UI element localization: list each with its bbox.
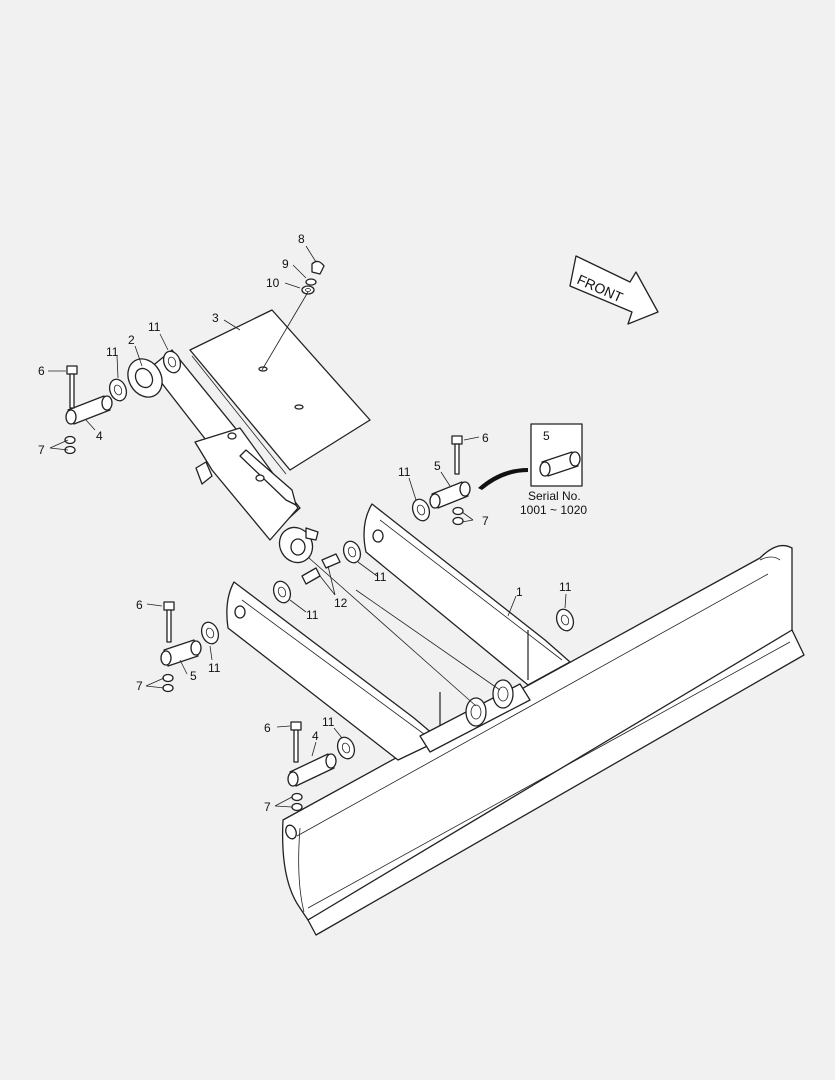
pin-5-left xyxy=(160,639,202,667)
push-frame-right-arm xyxy=(363,503,571,686)
pin-4-lower xyxy=(287,753,337,787)
callout-11-lower: 11 xyxy=(322,715,335,729)
callout-6-right: 6 xyxy=(482,431,489,445)
pin-4-upper xyxy=(65,395,113,425)
callout-7-upper: 7 xyxy=(38,443,45,457)
frame-cross-tube xyxy=(419,679,531,753)
callout-11-left: 11 xyxy=(208,661,221,675)
callout-2: 2 xyxy=(128,333,135,347)
bolt-6-upper xyxy=(66,365,78,409)
callout-9: 9 xyxy=(282,257,289,271)
callout-11-cyl: 11 xyxy=(148,320,161,334)
front-arrow: FRONT xyxy=(569,255,659,325)
callout-11-right: 11 xyxy=(398,465,411,479)
callout-8: 8 xyxy=(298,232,305,246)
dozer-blade xyxy=(281,544,805,936)
callout-1: 1 xyxy=(516,585,523,599)
serial-label: Serial No. xyxy=(528,489,581,503)
callout-11-upper: 11 xyxy=(106,345,119,359)
serial-inset: 5 Serial No. 1001 ~ 1020 xyxy=(478,423,587,517)
bolt-6-right xyxy=(451,435,463,475)
nuts-7 xyxy=(64,435,464,812)
callout-7-lower: 7 xyxy=(264,800,271,814)
callout-12: 12 xyxy=(334,596,348,610)
bolt-6-left xyxy=(163,601,175,643)
callout-6-upper: 6 xyxy=(38,364,45,378)
washers-11 xyxy=(108,350,575,760)
callout-5-right: 5 xyxy=(434,459,441,473)
callout-6-left: 6 xyxy=(136,598,143,612)
callout-7-left: 7 xyxy=(136,679,143,693)
callout-10: 10 xyxy=(266,276,280,290)
callout-4-upper: 4 xyxy=(96,429,103,443)
pin-5-right xyxy=(429,481,471,509)
callout-11-mid-left: 11 xyxy=(306,608,319,622)
serial-range: 1001 ~ 1020 xyxy=(520,503,587,517)
callout-11-mid: 11 xyxy=(374,570,387,584)
callout-labels: 1 2 3 4 4 5 5 6 6 6 6 7 7 7 7 8 9 10 11 … xyxy=(38,232,572,814)
bolt-6-lower xyxy=(290,721,302,763)
callout-5-left: 5 xyxy=(190,669,197,683)
plate-bolt-stack xyxy=(301,260,325,295)
leader-lines xyxy=(48,245,567,808)
callout-6-lower: 6 xyxy=(264,721,271,735)
callout-4-lower: 4 xyxy=(312,729,319,743)
inset-part-number: 5 xyxy=(543,429,550,443)
callout-11-blade: 11 xyxy=(559,580,572,594)
callout-3: 3 xyxy=(212,311,219,325)
callout-7-right: 7 xyxy=(482,514,489,528)
